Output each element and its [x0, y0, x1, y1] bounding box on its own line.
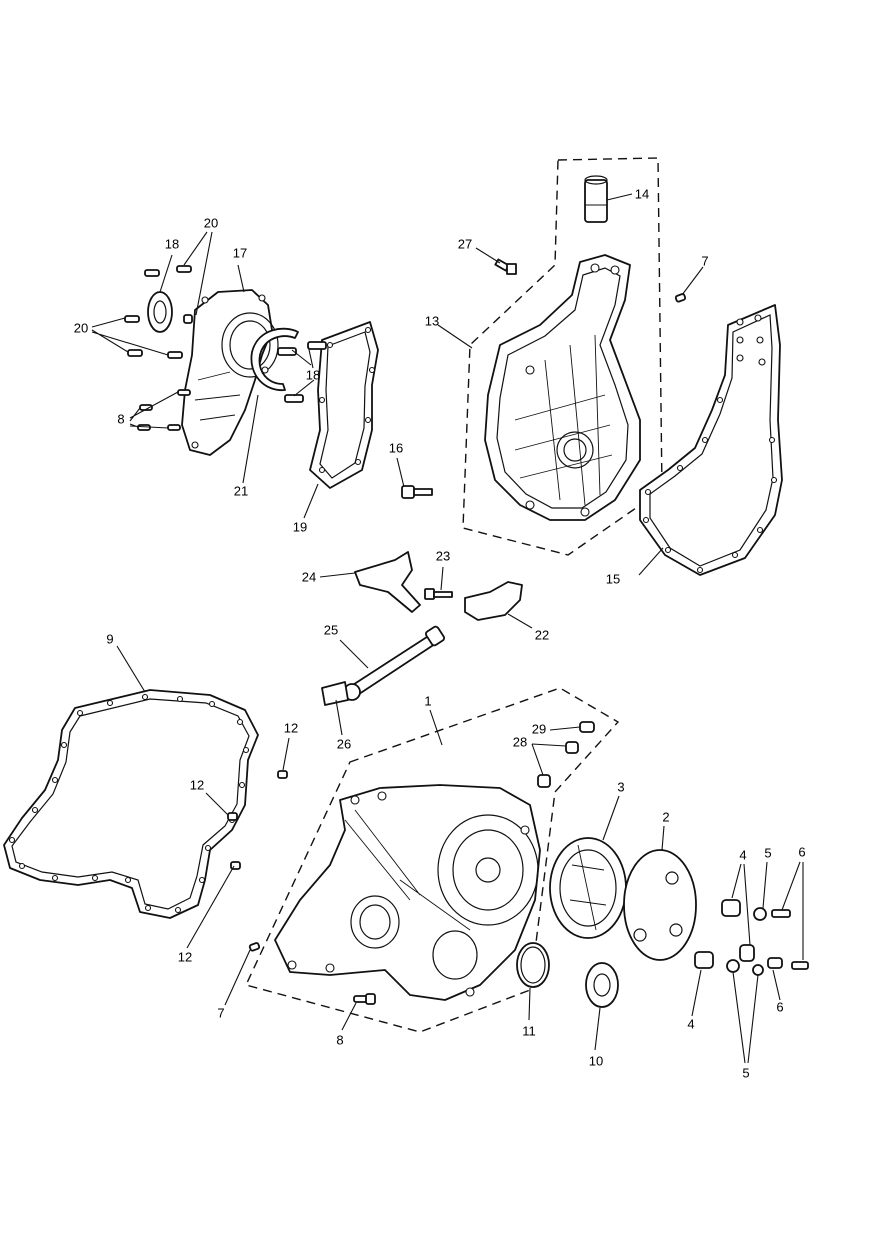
callout-19: 19	[293, 519, 307, 534]
callout-16: 16	[389, 440, 403, 455]
callout-20-left: 20	[74, 320, 88, 335]
callout-5-top: 5	[764, 845, 771, 860]
part-28-a	[537, 774, 551, 788]
callout-14: 14	[635, 186, 649, 201]
callout-17: 17	[233, 245, 247, 260]
callout-13: 13	[425, 313, 439, 328]
shaft-part-25	[343, 625, 445, 701]
callout-15: 15	[606, 571, 620, 586]
leader-lines	[91, 193, 804, 1064]
plug-part-4-mid	[739, 944, 755, 962]
callout-18-top: 18	[165, 236, 179, 251]
callout-7-bottom: 7	[217, 1005, 224, 1020]
callout-26: 26	[337, 736, 351, 751]
callout-18-right: 18	[306, 367, 320, 382]
callout-8-bottom: 8	[336, 1032, 343, 1047]
callout-6-bottom: 6	[776, 999, 783, 1014]
bolt-part-8-bottom	[353, 993, 376, 1005]
seal-part-18-left	[147, 291, 173, 333]
seal-part-10	[585, 962, 619, 1008]
oring-part-11	[516, 942, 550, 988]
callout-4-top: 4	[739, 847, 746, 862]
callout-2: 2	[662, 809, 669, 824]
bolts-part-6	[767, 909, 809, 970]
assembly-outline-1	[245, 687, 620, 1033]
callout-6-top: 6	[798, 844, 805, 859]
callout-23: 23	[436, 548, 450, 563]
cover-part-1	[274, 784, 541, 1001]
callout-28: 28	[513, 734, 527, 749]
plate-part-2	[623, 849, 697, 961]
screw-part-12-b	[227, 812, 238, 821]
callout-4-bottom: 4	[687, 1016, 694, 1031]
callout-12-c: 12	[178, 949, 192, 964]
assembly-outline-13	[462, 157, 663, 556]
spring-part-26	[321, 681, 349, 706]
screw-part-12-a	[277, 770, 288, 779]
plate-part-3	[549, 837, 627, 939]
bolt-part-16	[401, 485, 433, 499]
bracket-part-24	[354, 551, 421, 613]
plug-part-4-top	[721, 899, 741, 917]
washer-part-5-top	[753, 907, 767, 921]
plug-part-4-bottom	[694, 951, 714, 969]
dowel-part-7-top	[674, 293, 687, 303]
part-29	[579, 721, 595, 733]
washer-part-5-left	[726, 959, 740, 973]
callout-11: 11	[522, 1023, 536, 1038]
elbow-part-22	[464, 581, 523, 621]
callout-24: 24	[302, 569, 316, 584]
callout-21: 21	[234, 483, 248, 498]
callout-25: 25	[324, 622, 338, 637]
washer-part-5-right	[752, 964, 764, 976]
callout-9: 9	[106, 631, 113, 646]
callout-29: 29	[532, 721, 546, 736]
callout-5-bottom: 5	[742, 1065, 749, 1080]
gasket-part-9	[3, 689, 259, 919]
circlip-part-21	[250, 327, 299, 391]
bolts-group-20	[124, 265, 193, 359]
callout-20-top: 20	[204, 215, 218, 230]
cover-part-17	[181, 289, 279, 456]
bolt-part-23	[424, 588, 453, 600]
callout-3: 3	[617, 779, 624, 794]
gasket-part-15	[639, 304, 783, 576]
gasket-part-19	[309, 321, 379, 489]
housing-part-13	[484, 254, 641, 521]
callout-7-top: 7	[701, 253, 708, 268]
callout-22: 22	[535, 627, 549, 642]
bolts-group-18-right	[277, 341, 327, 403]
callout-1: 1	[424, 693, 431, 708]
callout-labels: 1 2 3 4 4 5 5 6 6 7 7 8 8 9 10 11 12 12 …	[74, 186, 806, 1080]
dowel-part-7-bottom	[248, 942, 261, 952]
callout-8-left: 8	[117, 411, 124, 426]
callout-10: 10	[589, 1053, 603, 1068]
callout-27: 27	[458, 236, 472, 251]
callout-12-b: 12	[190, 777, 204, 792]
callout-12-a: 12	[284, 720, 298, 735]
part-28-b	[565, 741, 579, 754]
sleeve-part-14	[584, 175, 608, 223]
